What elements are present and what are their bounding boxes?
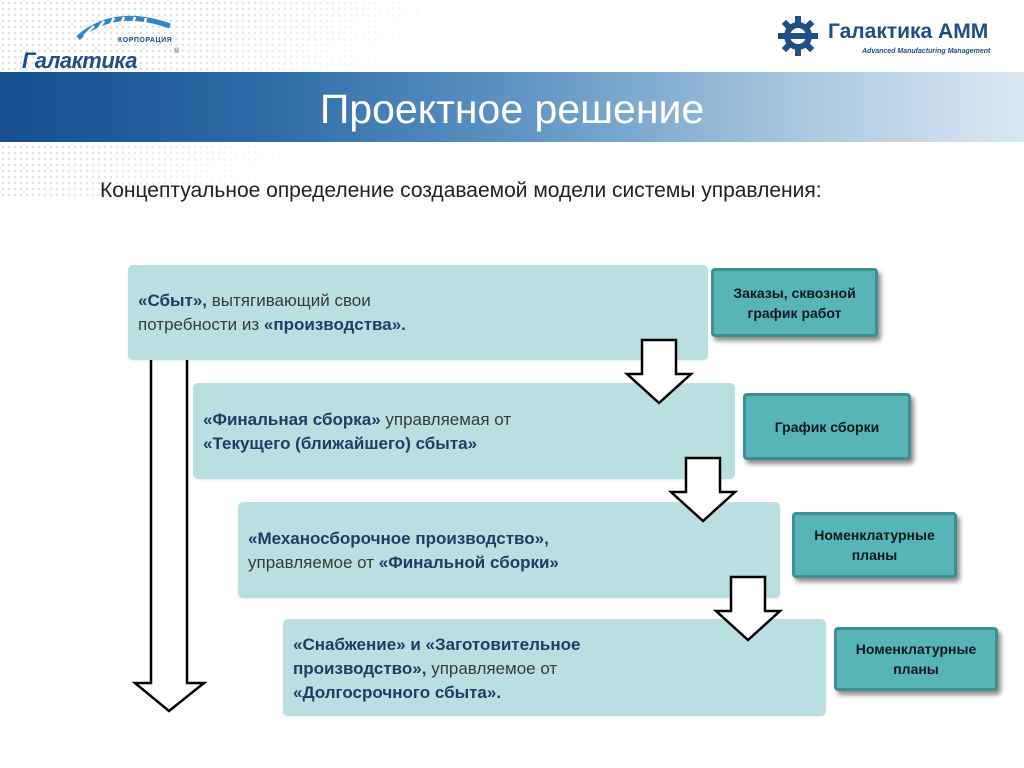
step-down-arrow-icon xyxy=(623,338,695,405)
slide-subtitle: Концептуальное определение создаваемой м… xyxy=(100,179,822,202)
title-band: Проектное решение xyxy=(0,72,1024,142)
stage-text-bold: «Финальная сборка» xyxy=(203,410,381,429)
stage-text-bold: «Сбыт», xyxy=(138,291,208,310)
stage-final-assembly: «Финальная сборка» управляемая от «Текущ… xyxy=(193,383,735,479)
stage-machining: «Механосборочное производство», управляе… xyxy=(238,502,780,598)
stage-text-bold: «Финальной сборки» xyxy=(378,553,559,572)
logo-amm-name: Галактика АММ xyxy=(828,20,989,43)
output-nomenclature-plans: Номенклатурные планы xyxy=(834,627,998,691)
stage-text-bold: «Механосборочное производство», xyxy=(248,529,549,548)
gear-icon xyxy=(778,16,818,56)
stage-text-bold: «производства». xyxy=(263,315,406,334)
slide-title: Проектное решение xyxy=(319,86,705,132)
stage-supply: «Снабжение» и «Заготовительное производс… xyxy=(283,619,826,716)
galaktika-amm-logo: Галактика АММ Advanced Manufacturing Man… xyxy=(778,16,1008,62)
stage-text: управляемое от xyxy=(426,659,558,678)
output-orders-schedule: Заказы, сквозной график работ xyxy=(711,268,878,337)
stage-final-assembly-text: «Финальная сборка» управляемая от «Текущ… xyxy=(203,408,511,456)
stage-supply-text: «Снабжение» и «Заготовительное производс… xyxy=(293,633,580,705)
stage-sales: «Сбыт», вытягивающий свои потребности из… xyxy=(128,265,708,360)
output-label-line: Номенклатурные xyxy=(814,527,935,543)
stage-text-bold: «Долгосрочного сбыта». xyxy=(293,683,502,702)
logo-amm-tagline: Advanced Manufacturing Management xyxy=(862,48,991,55)
stage-text-bold: «Снабжение» и «Заготовительное xyxy=(293,635,581,654)
output-label-line: График сборки xyxy=(774,418,880,435)
step-down-arrow-icon xyxy=(667,456,739,523)
logo-brand-text: Галактика xyxy=(22,48,137,73)
stage-text-bold: производство», xyxy=(293,659,427,678)
stage-machining-text: «Механосборочное производство», управляе… xyxy=(248,527,559,575)
step-down-arrow-icon xyxy=(712,575,784,642)
logo-registered-mark: ® xyxy=(174,48,180,55)
logo-arc-icon xyxy=(76,15,171,40)
output-assembly-schedule: График сборки xyxy=(743,393,911,460)
output-label-line: график работ xyxy=(747,304,842,321)
stage-sales-text: «Сбыт», вытягивающий свои потребности из… xyxy=(138,289,406,337)
output-nomenclature-plans: Номенклатурные планы xyxy=(792,512,957,578)
galaktika-corp-logo: КОРПОРАЦИЯ Галактика ® xyxy=(22,12,182,73)
output-label-line: планы xyxy=(851,547,898,563)
stage-text: вытягивающий свои xyxy=(207,291,371,310)
long-down-arrow-icon xyxy=(131,350,208,713)
logo-corp-label: КОРПОРАЦИЯ xyxy=(118,37,173,44)
stage-text-bold: «Текущего (ближайшего) сбыта» xyxy=(203,434,478,453)
output-label-line: Заказы, сквозной xyxy=(733,284,856,301)
stage-text: потребности из xyxy=(138,315,264,334)
output-label-line: планы xyxy=(893,661,939,677)
output-label-line: Номенклатурные xyxy=(855,641,977,657)
stage-text: управляемое от xyxy=(248,553,379,572)
stage-text: управляемая от xyxy=(380,410,512,429)
